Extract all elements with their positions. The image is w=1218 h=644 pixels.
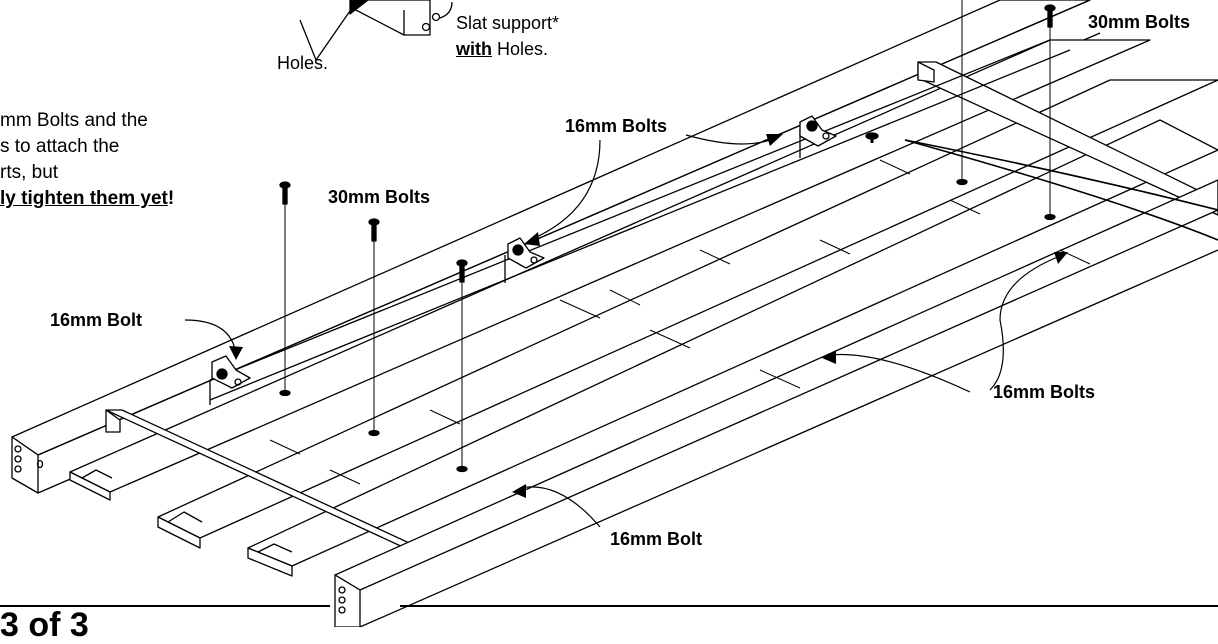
page-number: 3 of 3 <box>0 606 89 644</box>
instruction-line-2: s to attach the <box>0 136 120 157</box>
bed-slats <box>69 39 1218 577</box>
bolts-16mm-top-label: 16mm Bolts <box>565 116 668 136</box>
bolts-30mm-top-right-label: 30mm Bolts <box>1088 12 1191 32</box>
bolt-16mm-bottom-label: 16mm Bolt <box>610 529 703 549</box>
instruction-line-1: mm Bolts and the <box>0 110 148 131</box>
bolt-hole <box>338 586 346 594</box>
bed-assembly-diagram <box>0 0 1218 627</box>
bolt-hole <box>14 465 22 473</box>
bolt-hole <box>338 606 346 614</box>
slat-support-line1: Slat support* <box>456 13 560 33</box>
slat-support-line2: with Holes. <box>456 36 559 62</box>
slat-support-bar <box>105 61 1218 549</box>
holes-label: Holes. <box>277 53 329 73</box>
center-rail <box>209 39 1071 405</box>
bolt-30mm <box>456 259 468 473</box>
loose-16mm-bolt <box>865 132 879 143</box>
bolt-30mm <box>1044 4 1056 221</box>
bolt-hole <box>338 596 346 604</box>
pointer-curves <box>904 139 1218 241</box>
bolt-30mm <box>368 218 380 437</box>
bracket-16mm-top <box>799 115 837 147</box>
instruction-line-3: rts, but <box>0 162 59 183</box>
slat-support-with: with <box>456 39 492 59</box>
bolt-hole <box>14 445 22 453</box>
callout-leaders <box>184 134 1061 528</box>
callout-arrowheads <box>229 134 1068 498</box>
bolts-16mm-right-label: 16mm Bolts <box>993 382 1096 402</box>
bolt-hole <box>14 455 22 463</box>
bolt-30mm-drop-line <box>956 0 968 186</box>
instruction-emphasis: ly tighten them yet <box>0 188 168 209</box>
slat-gaps <box>269 159 1091 485</box>
bolt-16mm-left-label: 16mm Bolt <box>50 310 143 330</box>
bracket-16mm-left <box>211 355 251 389</box>
assembly-instructions: mm Bolts and the s to attach the rts, bu… <box>0 108 174 212</box>
bolts-30mm-left-label: 30mm Bolts <box>328 187 431 207</box>
slat-support-detail <box>299 0 453 61</box>
right-side-rail <box>334 179 1218 627</box>
slat-support-label: Slat support* with Holes. <box>456 10 559 62</box>
instruction-exclaim: ! <box>167 188 175 209</box>
instruction-line-4: ly tighten them yet! <box>0 186 174 212</box>
bolt-30mm <box>279 181 291 397</box>
bracket-16mm-middle <box>507 237 545 269</box>
slat-support-holes: Holes. <box>492 39 549 59</box>
